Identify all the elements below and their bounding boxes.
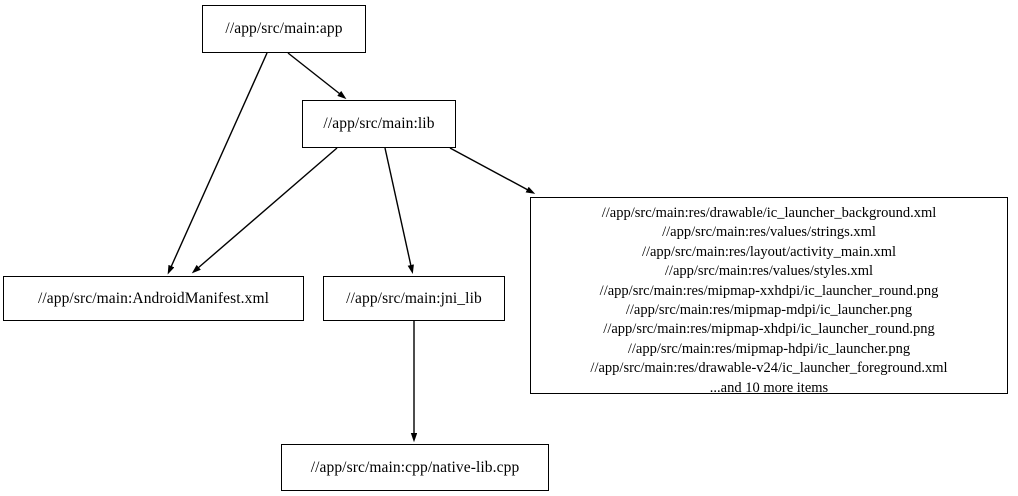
- resource-line: //app/src/main:res/mipmap-mdpi/ic_launch…: [625, 302, 913, 319]
- resource-line: //app/src/main:res/mipmap-xxhdpi/ic_laun…: [599, 282, 939, 299]
- node-native-lib-cpp-label: //app/src/main:cpp/native-lib.cpp: [310, 458, 520, 476]
- resource-line: ...and 10 more items: [709, 379, 829, 396]
- node-lib-label: //app/src/main:lib: [323, 115, 435, 133]
- resource-line: //app/src/main:res/mipmap-hdpi/ic_launch…: [627, 340, 911, 357]
- edge-lib-to-resources: [449, 147, 536, 194]
- resource-line: //app/src/main:res/values/styles.xml: [664, 263, 874, 280]
- node-native-lib-cpp[interactable]: //app/src/main:cpp/native-lib.cpp: [281, 444, 549, 491]
- node-lib[interactable]: //app/src/main:lib: [302, 100, 456, 148]
- node-resources-group-lines: //app/src/main:res/drawable/ic_launcher_…: [531, 204, 1007, 398]
- resource-line: //app/src/main:res/drawable/ic_launcher_…: [601, 205, 937, 221]
- node-android-manifest-label: //app/src/main:AndroidManifest.xml: [37, 289, 270, 307]
- resource-line: //app/src/main:res/mipmap-xhdpi/ic_launc…: [603, 321, 935, 338]
- resource-line: //app/src/main:res/layout/activity_main.…: [641, 243, 897, 260]
- resource-line: //app/src/main:res/values/strings.xml: [662, 224, 876, 241]
- node-app-label: //app/src/main:app: [225, 20, 343, 38]
- edge-app-to-lib: [287, 52, 347, 100]
- node-jni-lib-label: //app/src/main:jni_lib: [346, 289, 482, 307]
- resource-line: //app/src/main:res/drawable-v24/ic_launc…: [590, 360, 948, 377]
- node-android-manifest[interactable]: //app/src/main:AndroidManifest.xml: [3, 276, 304, 321]
- edge-lib-to-jni-lib: [384, 147, 414, 275]
- node-resources-group[interactable]: //app/src/main:res/drawable/ic_launcher_…: [530, 197, 1008, 396]
- edge-app-to-manifest: [167, 52, 268, 275]
- node-app[interactable]: //app/src/main:app: [202, 5, 366, 53]
- node-jni-lib[interactable]: //app/src/main:jni_lib: [323, 276, 505, 321]
- edge-lib-to-manifest: [191, 147, 338, 274]
